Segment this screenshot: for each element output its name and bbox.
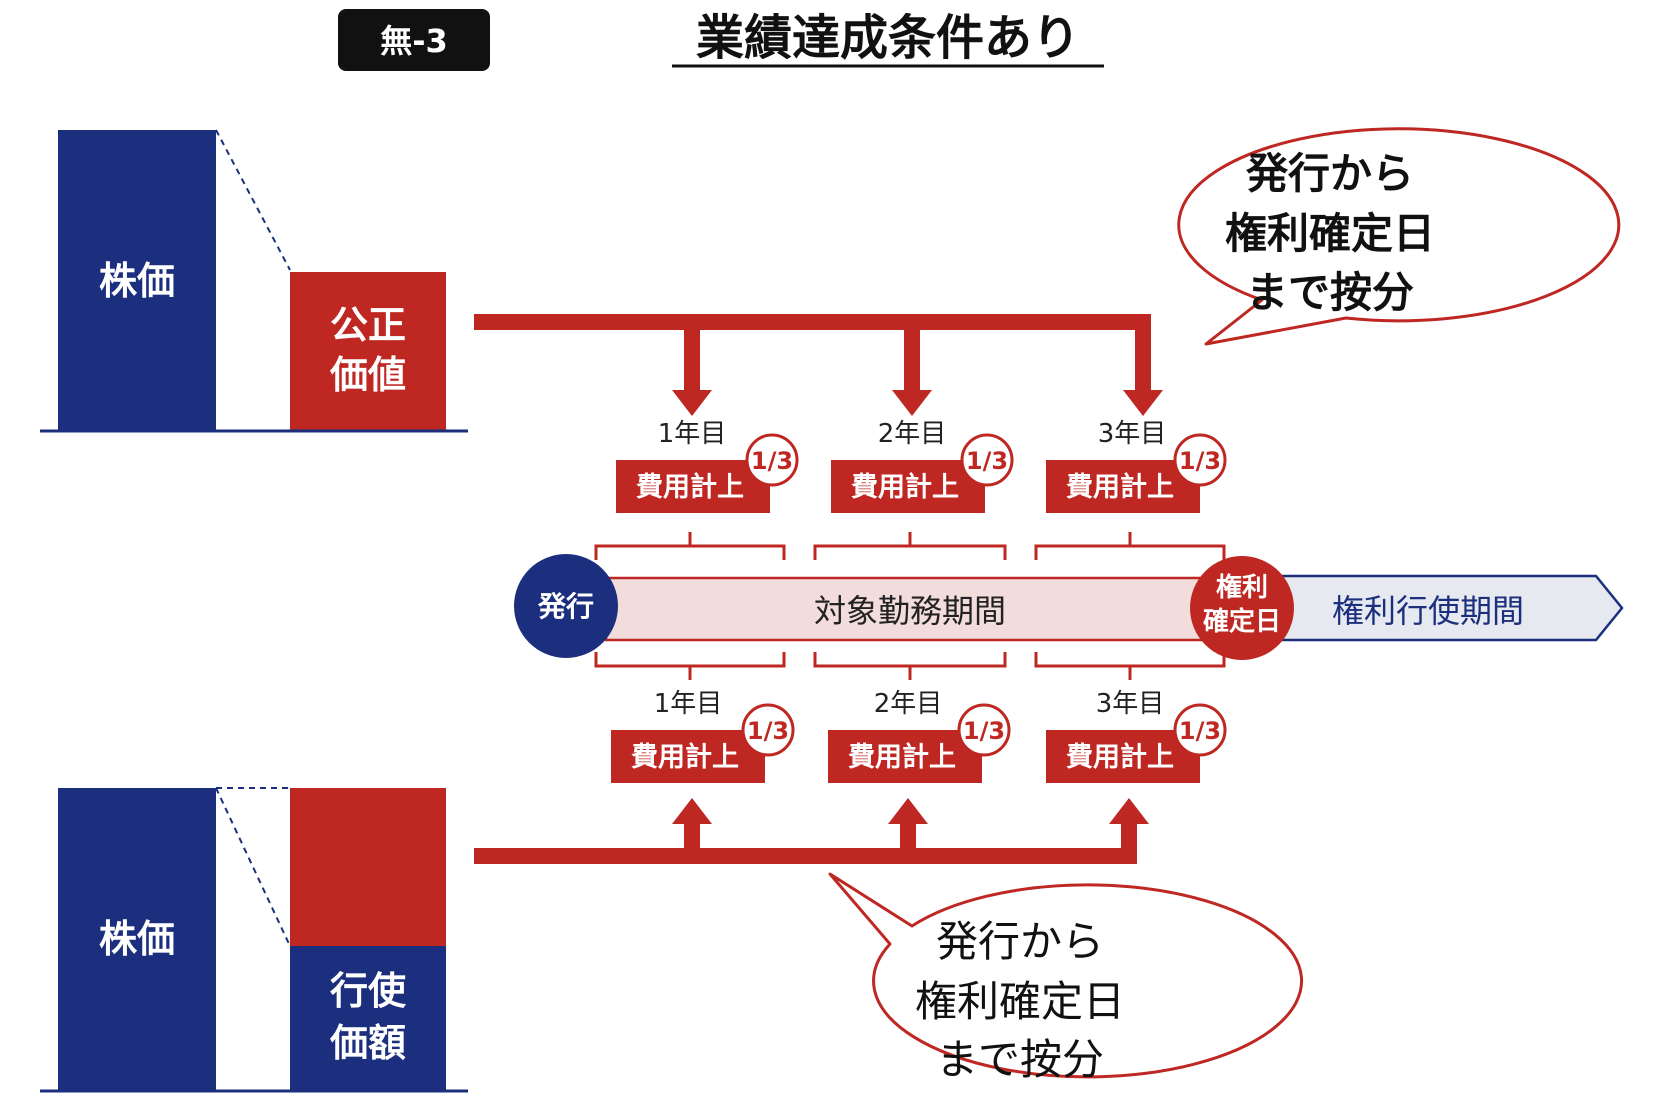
badge-label: 無-3	[380, 22, 448, 60]
stock-price-label-bottom: 株価	[99, 917, 175, 961]
callout-bottom-line3: まで按分	[936, 1035, 1104, 1084]
year-label-bottom-3: 3年目	[1096, 689, 1165, 719]
stock-price-label-top: 株価	[99, 259, 175, 303]
callout-bubble-bottom	[828, 872, 1304, 1079]
stock-price-bar-bottom	[58, 788, 216, 1090]
fraction-badge-bottom-3	[1173, 703, 1227, 757]
service-period-label: 対象勤務期間	[814, 592, 1006, 630]
intrinsic-value-bar	[290, 788, 446, 946]
arrow-stem-bottom-3	[1121, 822, 1137, 856]
bracket-top-1	[594, 532, 786, 560]
arrow-head-top-1	[672, 390, 712, 416]
bracket-top-2	[813, 532, 1007, 560]
expense-label-bottom-2: 費用計上	[848, 741, 956, 773]
vesting-date-label-2: 確定日	[1203, 606, 1281, 637]
exercise-price-bar	[290, 946, 446, 1090]
year-label-bottom-1: 1年目	[654, 689, 723, 719]
fraction-label-top-3: 1/3	[1179, 447, 1221, 475]
fraction-label-top-1: 1/3	[751, 447, 793, 475]
bracket-top-3	[1034, 532, 1226, 560]
year-label-bottom-2: 2年目	[874, 689, 943, 719]
exercise-period-label: 権利行使期間	[1332, 592, 1524, 630]
page-title: 業績達成条件あり	[696, 10, 1080, 66]
arrow-stem-top-1	[684, 322, 700, 392]
callout-top-line2: 権利確定日	[1225, 209, 1435, 258]
fair-value-bar	[290, 272, 446, 430]
distribution-line-top	[474, 314, 1151, 330]
arrow-stem-bottom-2	[900, 822, 916, 856]
expense-label-top-2: 費用計上	[851, 471, 959, 503]
bracket-bottom-1	[594, 652, 786, 680]
year-label-top-1: 1年目	[658, 419, 727, 449]
arrow-stem-top-2	[904, 322, 920, 392]
callout-bubble-top	[1177, 127, 1621, 346]
arrow-stem-bottom-1	[684, 822, 700, 856]
fair-value-label-2: 価値	[329, 353, 406, 397]
arrow-head-bottom-1	[672, 798, 712, 824]
expense-label-top-3: 費用計上	[1066, 471, 1174, 503]
callout-bottom-line2: 権利確定日	[915, 977, 1125, 1026]
expense-box-top-3	[1046, 460, 1200, 513]
year-label-top-2: 2年目	[878, 419, 947, 449]
arrow-stem-top-3	[1135, 322, 1151, 392]
fraction-label-bottom-2: 1/3	[963, 717, 1005, 745]
issue-label: 発行	[537, 590, 594, 623]
dashed-connector-top	[215, 129, 291, 271]
fraction-badge-bottom-1	[741, 703, 795, 757]
expense-box-top-2	[831, 460, 985, 513]
dashed-connector-bottom-d	[215, 787, 291, 947]
expense-label-bottom-3: 費用計上	[1066, 741, 1174, 773]
expense-label-bottom-1: 費用計上	[631, 741, 739, 773]
arrow-head-top-3	[1123, 390, 1163, 416]
expense-box-bottom-1	[611, 730, 765, 783]
fair-value-label-1: 公正	[330, 303, 406, 347]
fraction-label-bottom-1: 1/3	[747, 717, 789, 745]
exercise-price-label-2: 価額	[329, 1021, 406, 1065]
fraction-label-top-2: 1/3	[966, 447, 1008, 475]
fraction-badge-top-1	[745, 433, 799, 487]
arrow-head-bottom-2	[888, 798, 928, 824]
year-label-top-3: 3年目	[1098, 419, 1167, 449]
callout-top-line1: 発行から	[1246, 149, 1414, 198]
arrow-head-top-2	[892, 390, 932, 416]
exercise-price-label-1: 行使	[330, 969, 407, 1013]
expense-label-top-1: 費用計上	[636, 471, 744, 503]
bracket-bottom-2	[813, 652, 1007, 680]
expense-box-bottom-2	[828, 730, 982, 783]
fraction-badge-bottom-2	[957, 703, 1011, 757]
expense-box-bottom-3	[1046, 730, 1200, 783]
vesting-date-circle	[1190, 556, 1294, 660]
fraction-label-bottom-3: 1/3	[1179, 717, 1221, 745]
fraction-badge-top-3	[1173, 433, 1227, 487]
expense-box-top-1	[616, 460, 770, 513]
arrow-head-bottom-3	[1109, 798, 1149, 824]
fraction-badge-top-2	[960, 433, 1014, 487]
distribution-line-bottom	[474, 848, 1137, 864]
callout-top-line3: まで按分	[1246, 268, 1414, 317]
issue-circle	[514, 554, 618, 658]
badge-box	[338, 9, 490, 71]
bracket-bottom-3	[1034, 652, 1226, 680]
service-period-band	[604, 576, 1208, 642]
vesting-date-label-1: 権利	[1216, 572, 1268, 603]
stock-price-bar-top	[58, 130, 216, 430]
callout-bottom-line1: 発行から	[936, 917, 1104, 966]
